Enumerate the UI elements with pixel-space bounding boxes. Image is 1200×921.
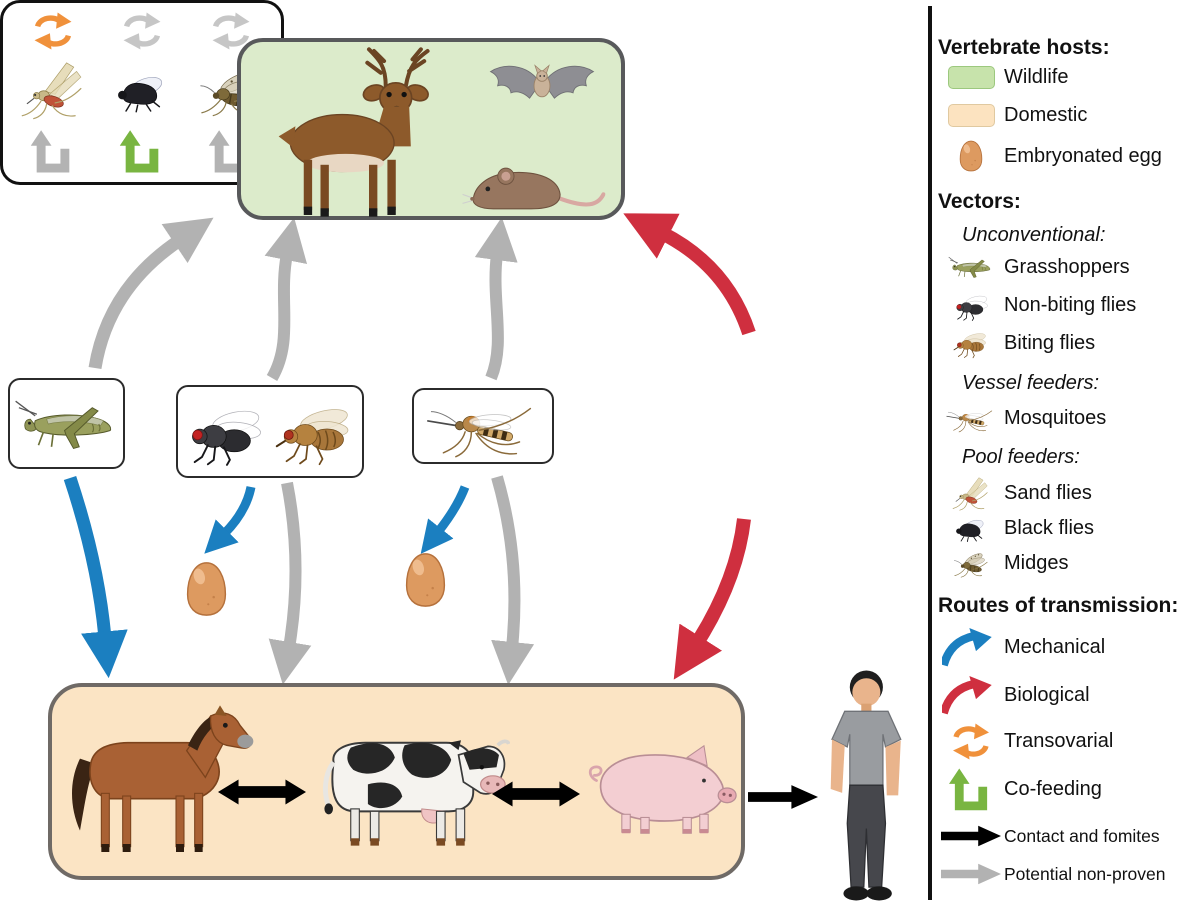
embryonated-egg-left — [184, 560, 229, 618]
co-feeding-u-arrow-icon — [117, 128, 167, 174]
mosquito-illustration — [419, 393, 547, 459]
contact-double-arrow-horse-cow — [218, 771, 306, 813]
biological-arrow-icon — [942, 674, 1000, 716]
transovarial-cycle-icon — [27, 11, 79, 51]
contact-arrow-icon — [941, 824, 1001, 848]
biting-fly-illustration — [270, 396, 360, 468]
legend-item-biting-flies: Biting flies — [938, 328, 1095, 359]
contact-arrow-pig-to-human — [748, 782, 818, 812]
legend-item-egg: Embryonated egg — [938, 140, 1162, 172]
legend-label-biological: Biological — [1004, 683, 1090, 706]
legend-item-potential: Potential non-proven — [938, 862, 1166, 886]
legend-label-potential: Potential non-proven — [1004, 863, 1166, 884]
domestic-host-box — [48, 683, 745, 880]
legend-item-mechanical: Mechanical — [938, 626, 1105, 668]
legend-item-midges: Midges — [938, 548, 1068, 578]
deer-illustration — [263, 46, 475, 220]
legend-label-midges: Midges — [1004, 551, 1069, 574]
grasshopper-illustration — [14, 393, 120, 455]
legend-group-vessel-feeders: Vessel feeders: — [962, 372, 1100, 394]
egg-icon — [958, 140, 984, 172]
sand-fly-column — [11, 11, 95, 174]
legend-group-pool-feeders: Pool feeders: — [962, 446, 1080, 468]
legend-label-nonbiting-flies: Non-biting flies — [1004, 294, 1137, 316]
housefly-icon — [951, 290, 991, 321]
potential-arrow-mosquito-to-wildlife — [474, 217, 518, 381]
legend-label-contact: Contact and fomites — [1004, 825, 1160, 846]
mosquito-icon — [945, 404, 997, 433]
legend-item-wildlife: Wildlife — [938, 66, 1068, 89]
embryonated-egg-right — [403, 551, 448, 609]
black-fly-illustration — [113, 66, 171, 114]
legend-routes-title: Routes of transmission: — [938, 594, 1179, 617]
mechanical-arrow-icon — [942, 626, 1000, 668]
grasshopper-vector-box — [8, 378, 125, 469]
human-illustration — [818, 668, 916, 910]
grasshopper-icon — [948, 254, 994, 280]
mouse-illustration — [451, 160, 615, 216]
legend-item-mosquitoes: Mosquitoes — [938, 404, 1106, 433]
legend-divider — [928, 6, 932, 900]
legend-item-biological: Biological — [938, 674, 1090, 716]
biological-arrow-poolfeeders-to-wildlife — [623, 213, 756, 336]
wildlife-host-box — [237, 38, 625, 220]
legend-item-transovarial: Transovarial — [938, 722, 1113, 761]
wildlife-swatch — [947, 66, 995, 89]
legend-label-mosquitoes: Mosquitoes — [1004, 407, 1107, 429]
black-fly-column — [100, 11, 184, 174]
legend-label-sand-flies: Sand flies — [1004, 482, 1092, 504]
biological-arrow-poolfeeders-to-domestic — [673, 518, 751, 680]
potential-arrow-mosquito-to-domestic — [491, 475, 535, 686]
cow-illustration — [314, 715, 510, 855]
u-arrow-gray-icon — [28, 128, 78, 174]
cycle-gray-icon — [116, 11, 168, 51]
legend-group-unconventional: Unconventional: — [962, 224, 1106, 246]
co-feeding-u-arrow-icon — [949, 766, 993, 812]
legend-item-nonbiting-flies: Non-biting flies — [938, 290, 1136, 321]
legend-item-sand-flies: Sand flies — [938, 476, 1092, 511]
legend-label-transovarial: Transovarial — [1004, 730, 1114, 752]
mechanical-arrow-flies-to-egg — [204, 485, 256, 554]
mechanical-arrow-grasshopper-to-domestic — [63, 475, 128, 679]
legend-label-biting-flies: Biting flies — [1004, 332, 1096, 354]
contact-double-arrow-cow-pig — [492, 773, 580, 815]
sand-fly-illustration — [17, 60, 89, 120]
legend-label-black-flies: Black flies — [1004, 516, 1095, 539]
legend-label-wildlife: Wildlife — [1004, 66, 1069, 88]
potential-arrow-flies-to-wildlife — [264, 217, 308, 382]
legend-label-cofeeding: Co-feeding — [1004, 777, 1102, 800]
potential-arrow-icon — [941, 862, 1001, 886]
mosquito-vector-box — [412, 388, 554, 464]
sand-fly-icon — [952, 476, 990, 511]
legend-item-cofeeding: Co-feeding — [938, 766, 1102, 812]
legend-hosts-title: Vertebrate hosts: — [938, 36, 1110, 59]
biting-fly-icon — [951, 328, 991, 359]
legend-label-domestic: Domestic — [1004, 104, 1088, 126]
pig-illustration — [586, 739, 744, 839]
legend-item-domestic: Domestic — [938, 104, 1087, 127]
black-fly-icon — [953, 514, 989, 542]
bat-illustration — [487, 52, 597, 116]
transovarial-cycle-icon — [947, 722, 995, 761]
midge-icon — [953, 548, 989, 578]
non-biting-fly-illustration — [180, 396, 268, 468]
legend-label-mechanical: Mechanical — [1004, 635, 1106, 658]
legend-item-black-flies: Black flies — [938, 514, 1094, 542]
legend-item-contact: Contact and fomites — [938, 824, 1160, 848]
domestic-swatch — [947, 104, 995, 127]
legend-label-grasshoppers: Grasshoppers — [1004, 255, 1130, 278]
flies-vector-box — [176, 385, 364, 478]
potential-arrow-flies-to-domestic — [268, 481, 312, 685]
legend-label-egg: Embryonated egg — [1004, 144, 1162, 167]
mechanical-arrow-mosquito-to-egg — [420, 485, 470, 554]
legend-item-grasshoppers: Grasshoppers — [938, 254, 1130, 280]
potential-arrow-grasshopper-to-wildlife — [88, 217, 214, 370]
legend-vectors-title: Vectors: — [938, 190, 1021, 213]
